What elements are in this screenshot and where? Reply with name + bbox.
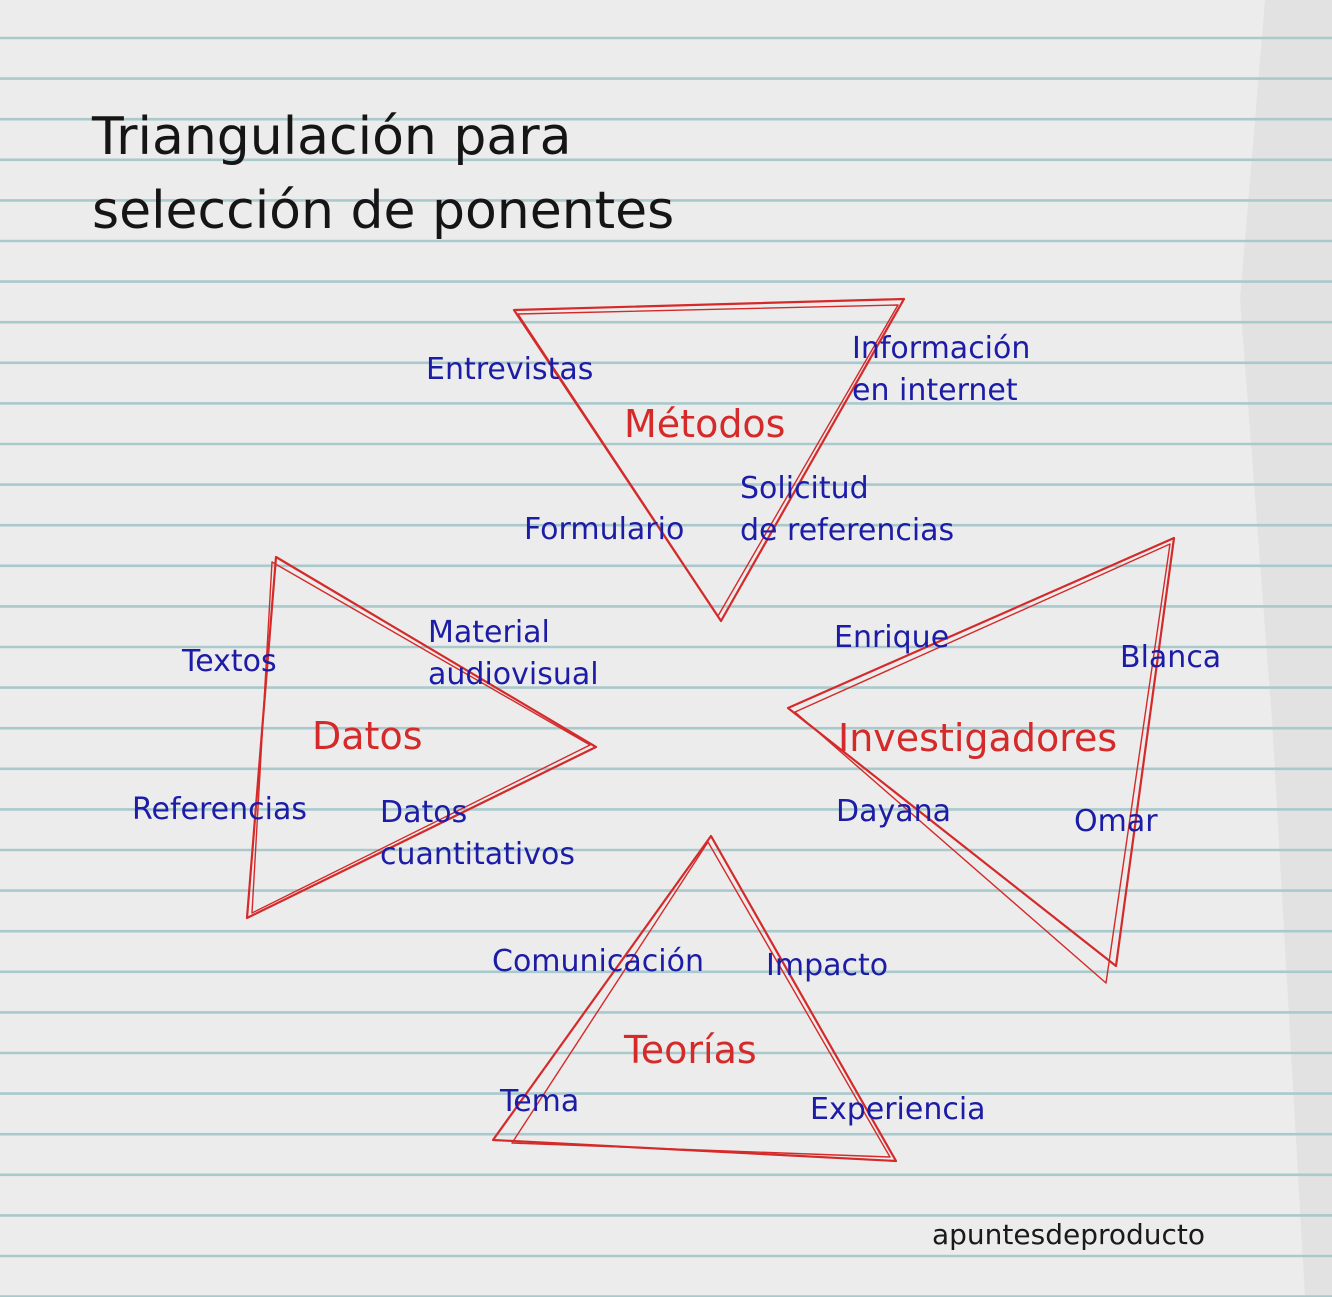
triangle-teorias-sketch <box>511 841 891 1158</box>
item-impacto: Impacto <box>766 948 889 983</box>
triangle-investigadores <box>786 536 1176 968</box>
item-enrique: Enrique <box>834 620 950 655</box>
item-blanca: Blanca <box>1120 640 1222 675</box>
page-title: Triangulación para selección de ponentes <box>92 107 675 241</box>
triangle-group <box>245 297 1176 1163</box>
item-experiencia: Experiencia <box>810 1092 986 1127</box>
item-omar: Omar <box>1074 804 1158 839</box>
item-datos-cuantitativos: Datos cuantitativos <box>380 795 575 872</box>
item-formulario: Formulario <box>524 512 685 547</box>
item-solicitud-de-referencias: Solicitud de referencias <box>740 471 955 548</box>
item-entrevistas: Entrevistas <box>426 352 594 387</box>
item-dayana: Dayana <box>836 794 952 829</box>
heading-metodos: Métodos <box>624 402 786 446</box>
triangle-teorias <box>491 834 898 1163</box>
item-material-audiovisual: Material audiovisual <box>428 615 599 692</box>
heading-investigadores: Investigadores <box>838 716 1118 760</box>
heading-teorias: Teorías <box>624 1028 757 1072</box>
triangle-datos-sketch <box>251 561 591 914</box>
signature: apuntesdeproducto <box>932 1218 1206 1251</box>
item-informacion-en-internet: Información en internet <box>852 331 1031 408</box>
item-referencias: Referencias <box>132 792 307 827</box>
triangle-investigadores-sketch <box>794 543 1171 984</box>
ruled-lines <box>0 36 1332 1297</box>
item-tema: Tema <box>500 1084 580 1119</box>
heading-datos: Datos <box>312 714 423 758</box>
item-comunicacion: Comunicación <box>492 944 704 979</box>
triangle-metodos-sketch <box>517 304 899 617</box>
item-textos: Textos <box>182 644 277 679</box>
